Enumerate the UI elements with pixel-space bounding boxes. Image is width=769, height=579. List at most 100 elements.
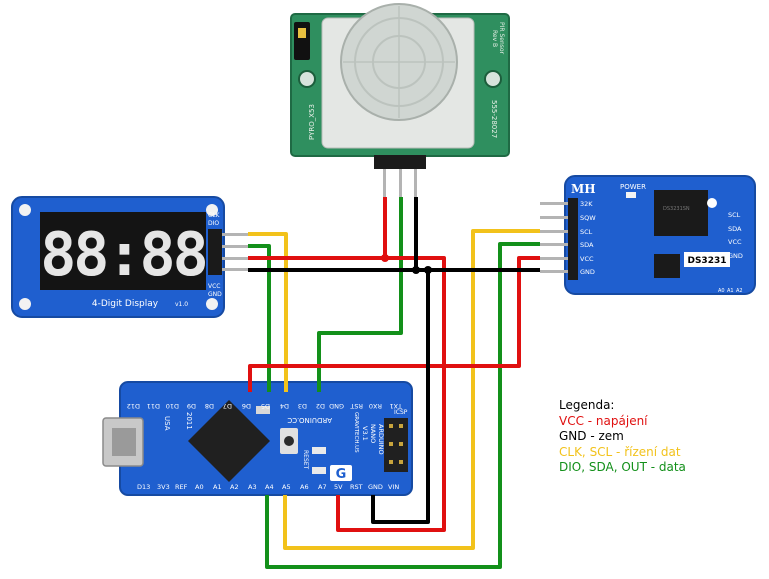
legend-vcc: VCC - napájení bbox=[559, 413, 648, 428]
pin-rst-top: RST bbox=[350, 402, 363, 410]
pin-a2: A2 bbox=[230, 483, 239, 491]
rtc-right-pin-vcc: VCC bbox=[728, 238, 742, 246]
rtc-header bbox=[568, 198, 578, 280]
pin-d11: D11 bbox=[147, 402, 160, 410]
pir-side-label-1: PIR Sensor bbox=[498, 22, 505, 55]
board-icsp-label: ICSP bbox=[394, 409, 408, 416]
pin-gnd-bottom: GND bbox=[368, 483, 383, 491]
rtc-pin-gnd: GND bbox=[580, 268, 595, 276]
pir-right-label: 555-28027 bbox=[490, 100, 498, 138]
pin-gnd-top: GND bbox=[329, 402, 344, 410]
rtc-chip bbox=[654, 190, 708, 236]
pin-d2: D2 bbox=[316, 402, 325, 410]
board-name-4: GRAVITECH.US bbox=[353, 412, 359, 453]
pin-a1: A1 bbox=[213, 483, 222, 491]
display-mount-hole bbox=[206, 298, 218, 310]
board-badge-box bbox=[330, 465, 352, 481]
pin-d7: D7 bbox=[223, 402, 232, 410]
junction-gnd bbox=[412, 266, 420, 274]
wires bbox=[248, 197, 540, 569]
pin-5v: 5V bbox=[334, 483, 343, 491]
rtc-pin-32k: 32K bbox=[580, 200, 593, 208]
rtc-pin-scl: SCL bbox=[580, 228, 593, 236]
rtc-pin-sda: SDA bbox=[580, 241, 594, 249]
eeprom-chip bbox=[654, 254, 680, 278]
rtc-module: MH POWER DS3231SN DS3231 32K SQW SCL SDA… bbox=[540, 175, 756, 295]
rtc-chip-label-box bbox=[684, 252, 730, 267]
icsp-header bbox=[384, 418, 408, 472]
rtc-chip-text: DS3231SN bbox=[663, 206, 690, 212]
rtc-pin-vcc: VCC bbox=[580, 255, 594, 263]
board-name-1: ARDUINO bbox=[377, 424, 385, 455]
rtc-brand: MH bbox=[571, 182, 596, 196]
pir-side-label-2: Rev B bbox=[491, 30, 498, 47]
board-reset-label: RESET bbox=[302, 450, 309, 470]
pir-header bbox=[374, 155, 426, 169]
display-mount-hole bbox=[19, 298, 31, 310]
rtc-pin-sqw: SQW bbox=[580, 214, 596, 222]
wire-display-clk bbox=[248, 232, 288, 392]
pir-mount-hole-right bbox=[484, 70, 502, 88]
pin-rx0: RX0 bbox=[369, 402, 382, 410]
display-pin-label-gnd: GND bbox=[208, 291, 222, 298]
pin-a6: A6 bbox=[300, 483, 309, 491]
rtc-right-pin-sda: SDA bbox=[728, 225, 742, 233]
pin-a7: A7 bbox=[318, 483, 327, 491]
pin-a0: A0 bbox=[195, 483, 204, 491]
pin-tx1: TX1 bbox=[389, 402, 403, 410]
board-country: USA bbox=[163, 416, 171, 431]
arduino-nano-board: G D12 D11 D10 D9 D8 D7 D6 D5 D4 D3 D2 GN… bbox=[102, 381, 413, 496]
pin-d4: D4 bbox=[280, 402, 289, 410]
display-pin-label-vcc: VCC bbox=[208, 283, 220, 290]
seven-segment-display bbox=[40, 212, 206, 290]
4-digit-display-module: 88:88 4-Digit Display v1.0 CLK DIO VCC G… bbox=[11, 196, 248, 318]
rtc-chip-label: DS3231 bbox=[687, 256, 726, 266]
pin-d13: D13 bbox=[137, 483, 150, 491]
rtc-right-pin-scl: SCL bbox=[728, 211, 741, 219]
pir-left-label: PYRO_X53 bbox=[308, 104, 316, 140]
display-pin-label-dio: DIO bbox=[208, 220, 219, 227]
pin-a4: A4 bbox=[265, 483, 274, 491]
pir-mount-hole-left bbox=[298, 70, 316, 88]
legend-title: Legenda: bbox=[559, 398, 615, 412]
pin-d9: D9 bbox=[187, 402, 196, 410]
pin-vin: VIN bbox=[388, 483, 399, 491]
wire-rtc-vcc bbox=[248, 256, 540, 392]
pin-d3: D3 bbox=[298, 402, 307, 410]
pin-d10: D10 bbox=[166, 402, 179, 410]
display-title: 4-Digit Display bbox=[92, 299, 159, 309]
board-badge: G bbox=[336, 467, 347, 482]
board-name-2: NANO bbox=[369, 424, 377, 443]
display-pin-label-clk: CLK bbox=[208, 212, 221, 219]
board-site: ARDUINO.CC bbox=[287, 416, 332, 424]
pin-3v3: 3V3 bbox=[157, 483, 170, 491]
power-led bbox=[626, 192, 636, 198]
rtc-addr-a2: A2 bbox=[736, 288, 743, 294]
pin-ref: REF bbox=[175, 483, 188, 491]
pin-d5: D5 bbox=[261, 402, 270, 410]
pin-rst-bottom: RST bbox=[350, 483, 363, 491]
display-mount-hole bbox=[206, 204, 218, 216]
rtc-power-label: POWER bbox=[620, 183, 646, 191]
crystal bbox=[256, 406, 270, 414]
wire-gnd-arduino bbox=[371, 270, 430, 524]
pin-a3: A3 bbox=[248, 483, 257, 491]
board-year: 2011 bbox=[185, 412, 193, 430]
wire-display-dio bbox=[248, 244, 271, 392]
junction-gnd bbox=[424, 266, 432, 274]
display-header bbox=[208, 229, 222, 275]
wire-vcc-display bbox=[248, 256, 446, 532]
wire-rtc-scl bbox=[283, 229, 540, 550]
display-digits: 88:88 bbox=[40, 220, 206, 290]
rtc-right-pin-gnd: GND bbox=[728, 252, 743, 260]
legend-gnd: GND - zem bbox=[559, 429, 624, 443]
legend: Legenda: VCC - napájení GND - zem CLK, S… bbox=[559, 398, 686, 476]
pin-d6: D6 bbox=[242, 402, 251, 410]
rtc-addr-a1: A1 bbox=[727, 288, 734, 294]
legend-clk: CLK, SCL - řízení dat bbox=[559, 444, 681, 459]
rtc-addr-a0: A0 bbox=[718, 288, 725, 294]
board-name-3: V3.1 bbox=[361, 426, 369, 441]
wire-rtc-sda bbox=[265, 242, 540, 569]
pir-sensor: PYRO_X53 555-28027 PIR Sensor Rev B bbox=[290, 3, 510, 197]
